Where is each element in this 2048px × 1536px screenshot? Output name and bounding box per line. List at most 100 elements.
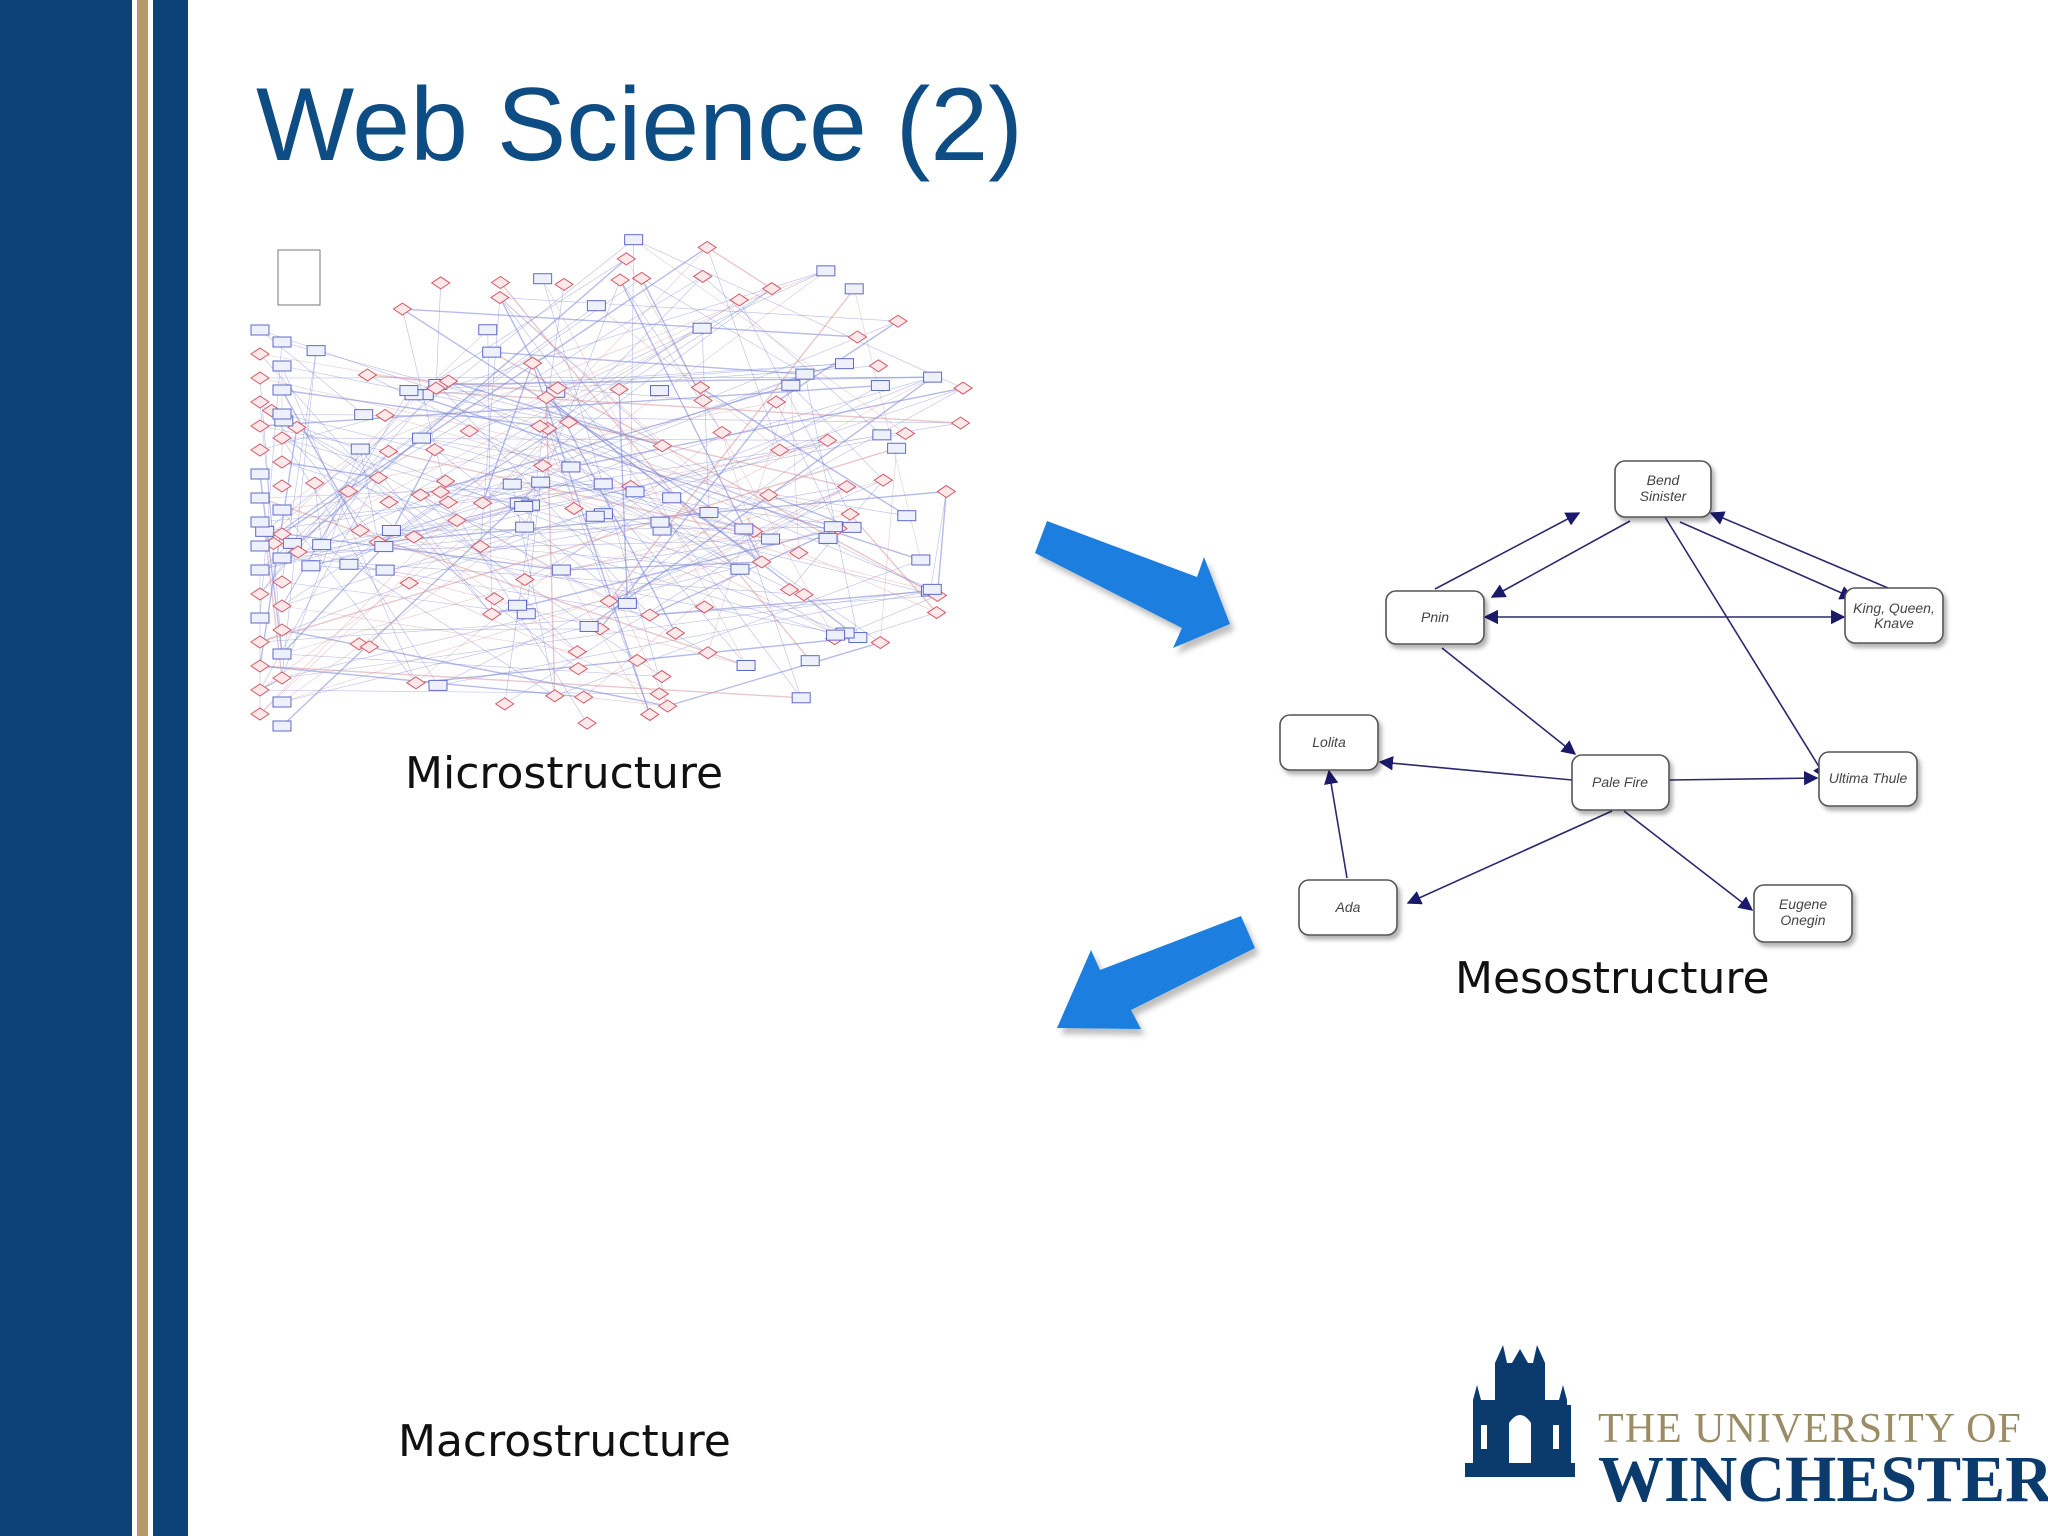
micro-edge <box>259 376 933 379</box>
micro-node <box>272 720 292 732</box>
micro-node <box>888 314 908 328</box>
micro-node <box>357 368 378 382</box>
edge <box>1406 810 1613 905</box>
micro-edge <box>857 612 937 638</box>
micro-edge <box>391 527 853 531</box>
micro-node <box>836 479 857 494</box>
cathedral-logo-icon <box>1465 1345 1575 1477</box>
micro-edge <box>310 440 828 567</box>
micro-node <box>478 324 498 336</box>
micro-edge <box>491 351 938 597</box>
micro-node <box>887 442 907 454</box>
micro-node <box>693 393 713 408</box>
micro-node <box>554 277 574 292</box>
micro-node <box>657 699 678 713</box>
edge <box>1434 512 1581 590</box>
micro-edge <box>413 258 627 396</box>
micro-node <box>730 563 750 575</box>
micro-node <box>250 587 270 601</box>
micro-node <box>250 468 270 480</box>
micro-edge <box>281 526 525 703</box>
micro-node <box>625 486 645 498</box>
micro-node <box>779 583 800 597</box>
svg-text:Knave: Knave <box>1874 615 1914 631</box>
micro-edge <box>540 481 853 528</box>
svg-text:Lolita: Lolita <box>1312 734 1346 750</box>
micro-edge <box>281 389 361 531</box>
micro-node <box>826 629 846 641</box>
micro-edge <box>402 308 449 503</box>
micro-edge <box>701 328 710 513</box>
micro-node <box>350 443 370 455</box>
micro-node <box>781 379 801 391</box>
micro-node <box>272 696 292 708</box>
micro-edge <box>437 486 847 686</box>
slide-title: Web Science (2) <box>256 67 1023 183</box>
micro-edge <box>281 341 663 447</box>
micro-node <box>818 532 838 544</box>
micro-node <box>250 347 270 361</box>
micro-node <box>533 273 553 285</box>
micro-edge <box>619 279 763 563</box>
micro-node <box>817 433 838 447</box>
micro-node <box>665 626 686 640</box>
micro-edge <box>281 481 542 727</box>
svg-text:Pnin: Pnin <box>1421 609 1449 625</box>
micro-node <box>794 588 814 602</box>
micro-edge <box>437 384 651 616</box>
micro-edge <box>561 561 762 571</box>
micro-edge <box>281 389 540 427</box>
micro-node <box>250 540 270 552</box>
micro-node <box>426 381 446 395</box>
micro-node <box>531 476 551 488</box>
micro-edge <box>512 483 931 592</box>
node-pnin: Pnin <box>1385 590 1485 645</box>
micro-edge <box>608 440 828 602</box>
micro-edge <box>618 389 629 604</box>
micro-edge <box>259 689 660 695</box>
micro-node <box>339 558 359 570</box>
edge <box>1679 521 1855 600</box>
micro-node <box>788 546 809 560</box>
micro-edge <box>402 308 858 338</box>
microstructure-network-image <box>250 234 973 732</box>
micro-edge <box>259 353 492 615</box>
micro-edge <box>481 362 534 504</box>
svg-text:Bend: Bend <box>1647 472 1681 488</box>
micro-node <box>430 276 451 290</box>
micro-edge <box>619 279 723 433</box>
micro-edge <box>557 387 704 401</box>
micro-node <box>272 455 292 469</box>
micro-node <box>567 645 588 659</box>
micro-edge <box>413 502 520 538</box>
logo-winchester: WINCHESTER <box>1598 1443 2048 1516</box>
mesostructure-caption: Mesostructure <box>1455 953 1770 1004</box>
micro-edge <box>649 590 931 616</box>
micro-node <box>514 572 535 587</box>
micro-edge <box>546 397 938 596</box>
micro-node <box>870 380 890 392</box>
micro-edge <box>321 451 389 545</box>
micro-node <box>844 283 864 295</box>
micro-node <box>272 360 292 372</box>
micro-node <box>840 507 861 521</box>
micro-node <box>758 488 779 502</box>
micro-node <box>250 659 270 673</box>
micro-node <box>515 521 535 533</box>
micro-node <box>272 671 292 685</box>
micro-node <box>272 479 292 493</box>
micro-node <box>250 443 270 457</box>
micro-node <box>816 265 836 277</box>
micro-edge <box>706 247 781 451</box>
micro-edge <box>421 437 628 604</box>
micro-node <box>897 510 917 522</box>
micro-node <box>410 488 431 502</box>
micro-edge <box>264 530 562 571</box>
micro-node <box>472 496 493 510</box>
micro-edge <box>259 278 642 547</box>
micro-node <box>624 234 644 246</box>
micro-edge <box>259 497 747 667</box>
micro-node <box>873 473 894 487</box>
micro-node <box>791 692 811 704</box>
micro-node <box>378 444 399 459</box>
